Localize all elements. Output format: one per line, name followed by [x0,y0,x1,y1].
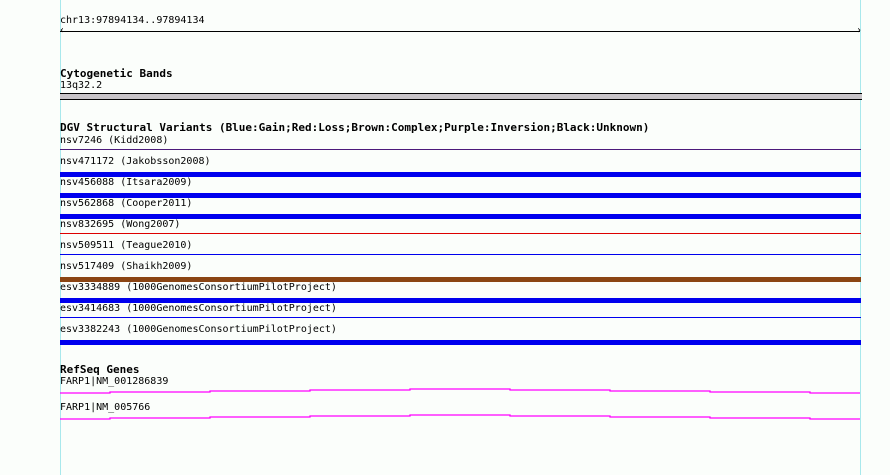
dgv-track-title: DGV Structural Variants (Blue:Gain;Red:L… [60,121,650,134]
variant-label[interactable]: esv3382243 (1000GenomesConsortiumPilotPr… [60,324,337,335]
view-right-boundary [860,0,861,475]
variant-label[interactable]: nsv832695 (Wong2007) [60,219,181,230]
variant-bar[interactable] [60,298,861,303]
variant-bar[interactable] [60,317,861,318]
variant-label[interactable]: nsv509511 (Teague2010) [60,240,193,251]
variant-label[interactable]: nsv562868 (Cooper2011) [60,198,193,209]
variant-label[interactable]: nsv7246 (Kidd2008) [60,135,169,146]
variant-bar[interactable] [60,149,861,150]
variant-label[interactable]: nsv471172 (Jakobsson2008) [60,156,211,167]
cytoband-bar[interactable] [60,93,862,100]
variant-label[interactable]: nsv517409 (Shaikh2009) [60,261,193,272]
variant-bar[interactable] [60,214,861,219]
location-label: chr13:97894134..97894134 [60,15,205,26]
gene-model-line[interactable] [60,414,860,420]
gene-label[interactable]: FARP1|NM_005766 [60,402,151,413]
ruler-line [60,31,860,32]
variant-label[interactable]: nsv456088 (Itsara2009) [60,177,193,188]
variant-bar[interactable] [60,233,861,234]
cytoband-track-title: Cytogenetic Bands [60,67,173,80]
variant-bar[interactable] [60,172,861,177]
arrow-right-icon[interactable]: › [856,25,863,36]
arrow-left-icon[interactable]: ‹ [59,25,66,36]
view-left-boundary [60,0,61,475]
variant-bar[interactable] [60,254,861,255]
variant-label[interactable]: esv3414683 (1000GenomesConsortiumPilotPr… [60,303,337,314]
variant-bar[interactable] [60,193,861,198]
refseq-track-title: RefSeq Genes [60,363,140,376]
cytoband-label: 13q32.2 [60,80,103,91]
variant-label[interactable]: esv3334889 (1000GenomesConsortiumPilotPr… [60,282,337,293]
gene-label[interactable]: FARP1|NM_001286839 [60,376,169,387]
variant-bar[interactable] [60,340,861,345]
variant-bar[interactable] [60,277,861,282]
gene-model-line[interactable] [60,388,860,394]
